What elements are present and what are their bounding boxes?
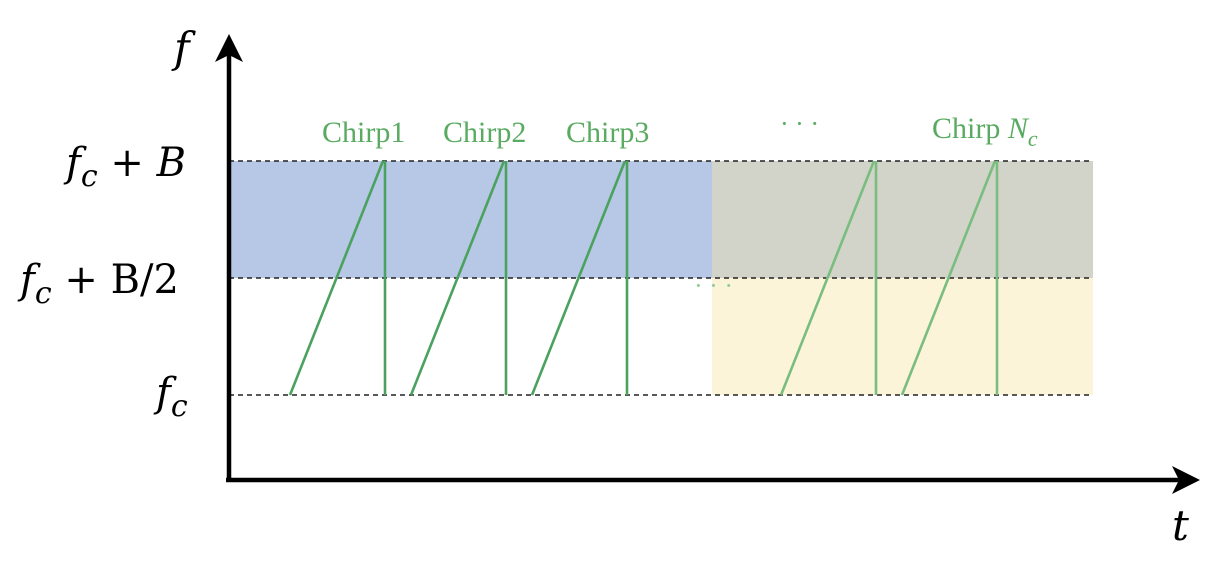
chirp-label-3: Chirp3 bbox=[566, 116, 649, 149]
chirp-label-2: Chirp2 bbox=[443, 116, 526, 149]
x-axis-label: t bbox=[1172, 501, 1189, 550]
chirp-2 bbox=[409, 160, 508, 396]
level-label-top: fc + B bbox=[63, 140, 186, 194]
level-label-mid: fc + B/2 bbox=[17, 257, 179, 311]
chirp-3 bbox=[530, 160, 629, 396]
blue-region bbox=[229, 161, 712, 278]
chirp-label-nc: Chirp Nc bbox=[932, 112, 1038, 151]
chirp-ellipsis-mid: · · · bbox=[694, 271, 733, 300]
x-axis-arrow-icon bbox=[1172, 466, 1200, 494]
chirp-ellipsis-top: · · · bbox=[780, 109, 819, 138]
level-label-low: fc bbox=[153, 370, 188, 424]
gray-region bbox=[712, 161, 1093, 278]
chirp-label-1: Chirp1 bbox=[322, 116, 405, 149]
chirp-nc-minus-1 bbox=[779, 160, 878, 396]
y-axis-label: f bbox=[171, 23, 196, 72]
chirp-1 bbox=[288, 160, 387, 396]
yellow-region bbox=[712, 278, 1093, 395]
y-axis-arrow-icon bbox=[215, 34, 243, 62]
chirp-nc bbox=[900, 160, 999, 396]
